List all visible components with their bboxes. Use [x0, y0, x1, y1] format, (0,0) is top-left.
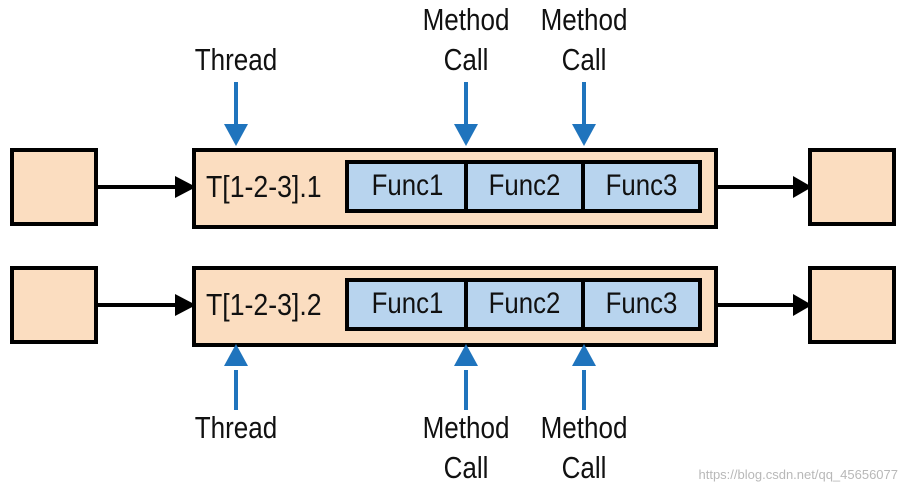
func1-row-1: Func1 [371, 169, 444, 202]
output-arrowhead-row-1 [793, 176, 812, 198]
bottom-thread-arrow [224, 344, 248, 410]
func3-row-1: Func3 [605, 169, 678, 202]
input-node-row-2 [10, 266, 98, 344]
bottom-method-call-1-line-1: Method [422, 410, 510, 445]
input-node-row-1 [10, 148, 98, 226]
bottom-method-call-arrow-2 [572, 344, 596, 410]
func2-row-1: Func2 [488, 169, 561, 202]
top-method-call-2-line-2: Call [561, 42, 607, 77]
bottom-thread-label: Thread [194, 410, 278, 445]
bottom-method-call-arrow-1 [454, 344, 478, 410]
input-arrowhead-row-2 [175, 294, 196, 316]
top-method-call-label-1: Method Call [416, 0, 517, 80]
watermark: https://blog.csdn.net/qq_45656077 [698, 467, 899, 482]
bottom-method-call-2-line-1: Method [540, 410, 628, 445]
top-method-call-arrow-1 [454, 82, 478, 146]
func3-row-2: Func3 [605, 287, 678, 320]
top-method-call-1-line-2: Call [443, 42, 489, 77]
top-method-call-2-line-1: Method [540, 2, 628, 37]
bottom-method-call-1-line-2: Call [443, 450, 489, 485]
output-arrowhead-row-2 [793, 294, 812, 316]
top-thread-arrow [224, 82, 248, 146]
func2-row-2: Func2 [488, 287, 561, 320]
func1-row-2: Func1 [371, 287, 444, 320]
top-thread-label: Thread [194, 42, 278, 77]
bottom-method-call-2-line-2: Call [561, 450, 607, 485]
thread-label-row-2: T[1-2-3].2 [206, 287, 322, 322]
top-method-call-1-line-1: Method [422, 2, 510, 37]
func-group-row-2 [345, 278, 702, 331]
output-node-row-2 [808, 266, 896, 344]
bottom-method-call-label-1: Method Call [416, 408, 517, 488]
input-arrowhead-row-1 [175, 176, 196, 198]
output-node-row-1 [808, 148, 896, 226]
bottom-method-call-label-2: Method Call [534, 408, 635, 488]
func-group-row-1 [345, 160, 702, 213]
top-method-call-label-2: Method Call [534, 0, 635, 80]
thread-label-row-1: T[1-2-3].1 [206, 169, 322, 204]
top-method-call-arrow-2 [572, 82, 596, 146]
